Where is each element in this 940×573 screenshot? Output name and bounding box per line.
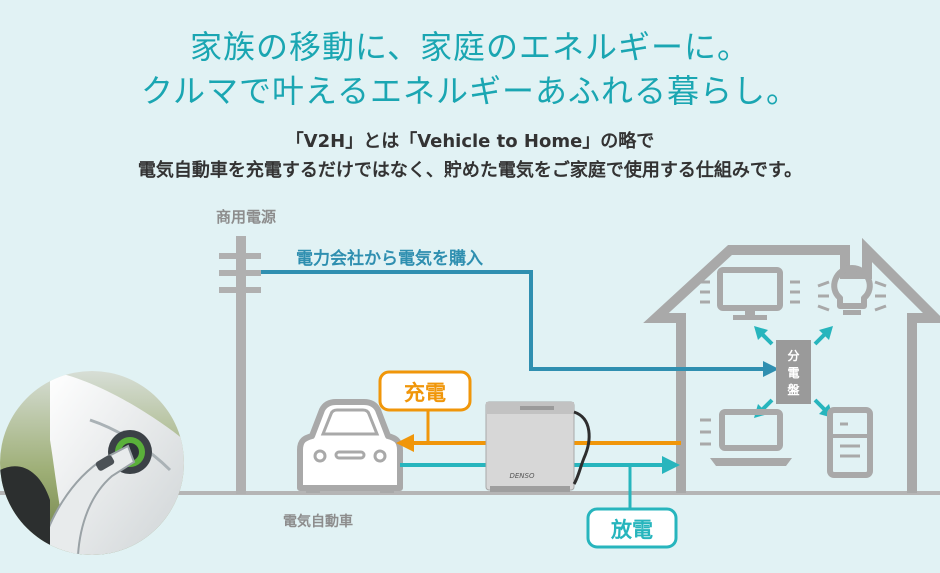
electric-car-icon xyxy=(297,399,403,493)
laptop-icon xyxy=(700,409,792,466)
headline-line-1: 家族の移動に、家庭のエネルギーに。 xyxy=(189,28,751,66)
refrigerator-icon xyxy=(827,407,873,478)
purchase-flow-arrow xyxy=(261,270,779,377)
panel-label-1: 分 xyxy=(787,348,799,363)
discharge-label-box: 放電 xyxy=(586,507,678,549)
ev-charging-photo xyxy=(0,371,184,555)
charge-label: 充電 xyxy=(404,381,446,405)
utility-pole-icon xyxy=(219,236,261,494)
ev-label: 電気自動車 xyxy=(283,513,353,530)
monitor-icon xyxy=(700,267,800,320)
headline-line-2: クルマで叶えるエネルギーあふれる暮らし。 xyxy=(140,72,800,110)
distribution-panel-icon: 分 電 盤 xyxy=(776,340,811,404)
subtext-line-1: 「V2H」とは「Vehicle to Home」の略で xyxy=(285,131,655,152)
purchase-label: 電力会社から電気を購入 xyxy=(296,248,483,269)
discharge-label: 放電 xyxy=(610,518,653,542)
light-bulb-icon xyxy=(817,265,887,315)
panel-label-3: 盤 xyxy=(786,382,800,397)
charge-label-box: 充電 xyxy=(378,370,472,412)
grid-power-label: 商用電源 xyxy=(216,208,276,226)
v2h-charger-unit: DENSO xyxy=(485,401,591,492)
v2h-brand-label: DENSO xyxy=(509,472,534,480)
house-icon xyxy=(643,237,940,493)
panel-label-2: 電 xyxy=(787,366,799,380)
subtext-line-2: 電気自動車を充電するだけではなく、貯めた電気をご家庭で使用する仕組みです。 xyxy=(137,160,803,181)
